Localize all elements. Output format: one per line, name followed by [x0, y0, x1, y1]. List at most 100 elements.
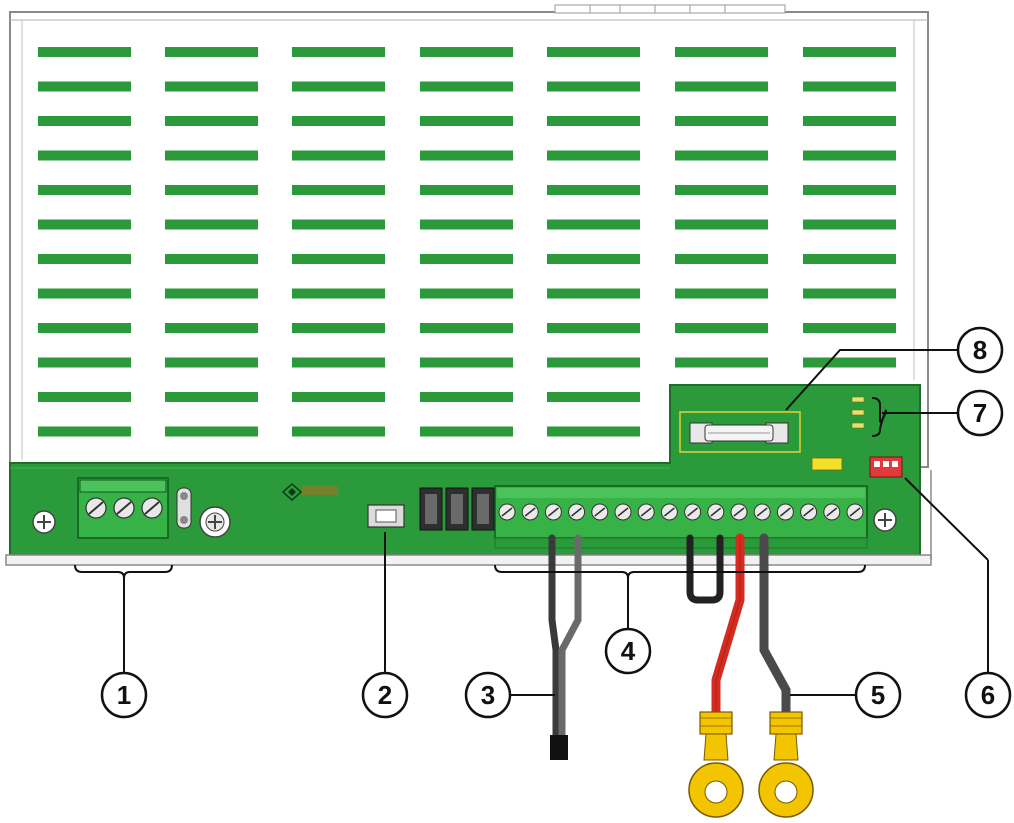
vent-slot	[165, 357, 258, 368]
vent-slot	[38, 150, 131, 161]
mains-terminal-block	[77, 477, 169, 539]
vent-slot	[420, 116, 513, 126]
terminal-screw-slot	[640, 507, 652, 517]
terminal-screw-slot	[826, 507, 838, 517]
callout-7: 7	[956, 389, 1004, 437]
vent-slot	[292, 47, 385, 57]
svg-text:5: 5	[871, 680, 885, 710]
vent-slot	[165, 116, 258, 126]
vent-slot	[675, 116, 768, 126]
vent-slot	[292, 150, 385, 161]
vent-slot	[420, 47, 513, 57]
vent-slot	[547, 288, 640, 299]
svg-text:2: 2	[378, 680, 392, 710]
battery-leads	[711, 533, 791, 725]
terminal-screw-slot	[524, 507, 536, 517]
vent-slot	[292, 357, 385, 368]
vent-slot	[803, 116, 896, 126]
enclosure-rail	[5, 554, 932, 566]
vent-slot	[292, 185, 385, 195]
callout-5: 5	[854, 671, 902, 719]
mains-fuse-holder	[176, 487, 192, 529]
vent-slot	[165, 254, 258, 264]
vent-slot	[803, 323, 896, 333]
vent-slot	[165, 150, 258, 161]
terminal-screw-slot	[779, 507, 791, 517]
vent-slot	[292, 392, 385, 402]
vent-slot	[547, 426, 640, 437]
vent-slot	[292, 323, 385, 333]
cable-pair	[548, 534, 582, 760]
vent-slot	[420, 219, 513, 230]
vent-slot	[292, 116, 385, 126]
vent-slot	[420, 288, 513, 299]
terminal-screw-slot	[756, 507, 768, 517]
vent-slot	[420, 81, 513, 92]
vent-slot	[420, 392, 513, 402]
terminal-screw-slot	[687, 507, 699, 517]
yellow-component	[811, 457, 843, 471]
vent-slot	[803, 288, 896, 299]
screw-icon	[32, 510, 56, 534]
vent-slot	[165, 81, 258, 92]
vent-slot	[547, 47, 640, 57]
terminal-screw-slot	[710, 507, 722, 517]
ventilation-slots	[38, 47, 896, 437]
terminal-screw-slot	[547, 507, 559, 517]
vent-slot	[675, 254, 768, 264]
svg-text:3: 3	[481, 680, 495, 710]
tamper-button-icon	[367, 504, 405, 528]
svg-text:8: 8	[973, 335, 987, 365]
vent-slot	[420, 150, 513, 161]
signal-connector	[869, 456, 903, 478]
vent-slot	[547, 323, 640, 333]
vent-slot	[675, 81, 768, 92]
vent-slot	[675, 47, 768, 57]
pulsar-logo-icon	[281, 482, 338, 502]
vent-slot	[38, 47, 131, 57]
vent-slot	[675, 185, 768, 195]
vent-slot	[38, 323, 131, 333]
vent-slot	[803, 219, 896, 230]
vent-slot	[38, 219, 131, 230]
ring-lug-red	[688, 711, 744, 818]
vent-slot	[675, 219, 768, 230]
vent-slot	[38, 426, 131, 437]
vent-slot	[803, 81, 896, 92]
vent-slot	[547, 81, 640, 92]
callout-4: 4	[604, 627, 652, 675]
ring-lug-black	[758, 711, 814, 818]
vent-slot	[292, 81, 385, 92]
vent-slot	[165, 47, 258, 57]
screw-icon	[873, 508, 897, 532]
vent-slot	[547, 357, 640, 368]
svg-text:7: 7	[973, 398, 987, 428]
vent-slot	[803, 254, 896, 264]
callout-2: 2	[361, 671, 409, 719]
vent-slot	[675, 288, 768, 299]
vent-slot	[547, 116, 640, 126]
vent-slot	[547, 185, 640, 195]
vent-slot	[420, 254, 513, 264]
terminal-screw-slot	[594, 507, 606, 517]
vent-slot	[165, 392, 258, 402]
vent-slot	[547, 150, 640, 161]
vent-slot	[38, 254, 131, 264]
terminal-screw-slot	[571, 507, 583, 517]
svg-text:1: 1	[117, 680, 131, 710]
callout-1: 1	[100, 671, 148, 719]
terminal-screw-slot	[733, 507, 745, 517]
svg-text:4: 4	[621, 636, 636, 666]
vent-slot	[292, 219, 385, 230]
callout-6: 6	[964, 671, 1012, 719]
screw-icon	[199, 506, 231, 538]
terminal-screw-slot	[803, 507, 815, 517]
output-terminal-strip	[494, 485, 868, 539]
vent-slot	[803, 357, 896, 368]
terminal-screw-slot	[663, 507, 675, 517]
vent-slot	[547, 392, 640, 402]
vent-slot	[38, 288, 131, 299]
vent-slot	[292, 254, 385, 264]
vent-slot	[420, 185, 513, 195]
